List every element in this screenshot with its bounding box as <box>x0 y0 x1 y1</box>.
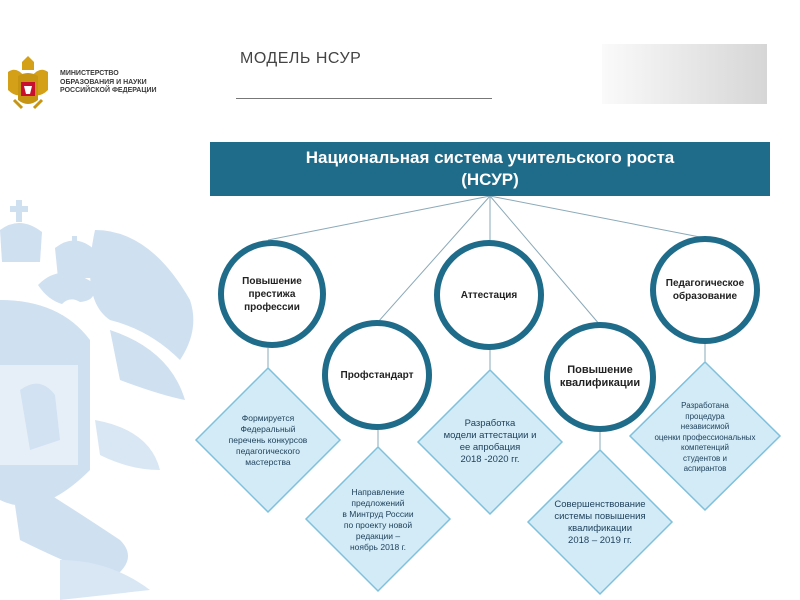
detail-line: 2018 – 2019 гг. <box>568 535 632 546</box>
detail-line: ее апробация <box>459 442 521 453</box>
ministry-line: ОБРАЗОВАНИЯ И НАУКИ <box>60 78 147 86</box>
system-title-banner: Национальная система учительского роста … <box>210 142 770 196</box>
detail-line: Формируется <box>241 412 295 423</box>
diamond-shape-2 <box>304 445 452 593</box>
connector-line <box>267 195 491 241</box>
ministry-name: МИНИСТЕРСТВО ОБРАЗОВАНИЯ И НАУКИ РОССИЙС… <box>60 70 200 96</box>
detail-line: Федеральный <box>240 423 296 434</box>
node-attestation: Аттестация <box>434 240 544 350</box>
detail-qualification: Совершенствование системы повышения квал… <box>532 488 668 558</box>
node-label: квалификации <box>559 377 641 389</box>
diamond-shape-5 <box>628 360 782 512</box>
detail-line: педагогического <box>236 445 300 456</box>
diamond-shape-3 <box>416 368 564 516</box>
node-label: престижа <box>248 288 296 300</box>
node-label: Педагогическое <box>665 278 745 289</box>
banner-line: (НСУР) <box>461 170 519 189</box>
page-title: МОДЕЛЬ НСУР <box>240 50 362 67</box>
ministry-line: РОССИЙСКОЙ ФЕДЕРАЦИИ <box>60 87 157 94</box>
detail-prestige: Формируется Федеральный перечень конкурс… <box>206 395 330 485</box>
node-qualification: Повышение квалификации <box>544 322 656 432</box>
connector-line <box>489 195 706 239</box>
node-label: Повышение <box>242 275 302 287</box>
detail-line: аспирантов <box>683 464 727 474</box>
detail-line: модели аттестации и <box>443 430 537 441</box>
node-profstandard: Профстандарт <box>322 320 432 430</box>
connector-line <box>377 195 491 323</box>
diamond-shape-1 <box>194 366 342 514</box>
detail-profstandard: Направление предложений в Минтруд России… <box>318 478 438 562</box>
connector-line <box>489 195 601 326</box>
diamond-shape-4 <box>526 448 674 596</box>
detail-line: системы повышения <box>554 511 646 522</box>
title-underline <box>236 98 492 99</box>
node-prestige: Повышение престижа профессии <box>218 240 326 348</box>
detail-line: 2018 -2020 гг. <box>460 454 520 465</box>
detail-line: компетенций <box>680 443 729 453</box>
ministry-line: МИНИСТЕРСТВО <box>60 70 119 77</box>
detail-line: процедура <box>685 411 725 421</box>
detail-line: Разработана <box>681 401 729 411</box>
detail-line: квалификации <box>567 523 633 534</box>
detail-line: редакции – <box>355 531 401 541</box>
detail-line: предложений <box>351 498 405 508</box>
detail-line: ноябрь 2018 г. <box>349 542 407 552</box>
detail-line: перечень конкурсов <box>228 434 308 445</box>
detail-pedagogical-education: Разработана процедура независимой оценки… <box>644 392 766 484</box>
node-label: образование <box>672 291 738 302</box>
detail-line: оценки профессиональных <box>654 432 756 442</box>
detail-line: студентов и <box>683 453 727 463</box>
detail-line: Разработка <box>464 418 516 429</box>
node-label: Повышение <box>567 364 633 376</box>
detail-line: по проекту новой <box>343 520 413 530</box>
detail-line: мастерства <box>245 456 291 467</box>
detail-line: Направление <box>351 487 405 497</box>
node-pedagogical-education: Педагогическое образование <box>650 236 760 344</box>
node-label: профессии <box>244 301 300 313</box>
detail-attestation: Разработка модели аттестации и ее апроба… <box>424 405 556 479</box>
node-label: Аттестация <box>460 289 518 301</box>
detail-line: независимой <box>680 422 730 432</box>
detail-line: в Минтруд России <box>342 509 414 519</box>
header-decoration <box>602 44 767 104</box>
detail-line: Совершенствование <box>554 499 646 510</box>
node-label: Профстандарт <box>340 369 414 381</box>
banner-line: Национальная система учительского роста <box>305 148 675 167</box>
